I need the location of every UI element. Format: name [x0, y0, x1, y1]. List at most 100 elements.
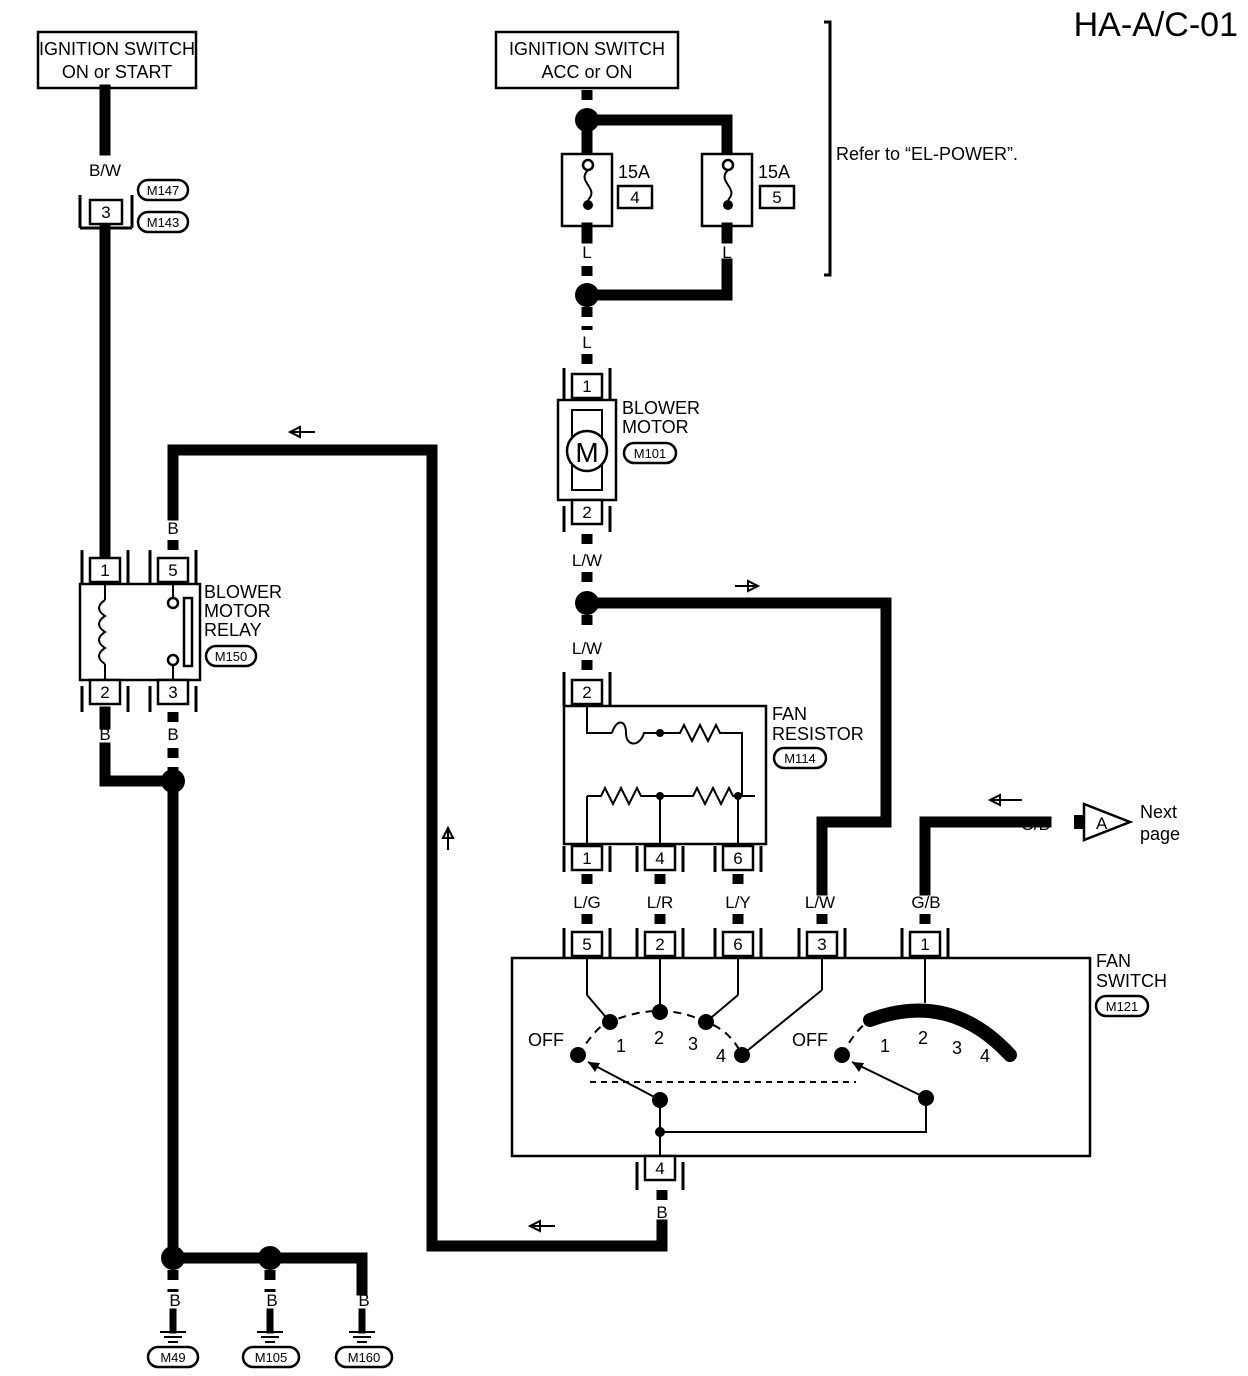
- svg-text:A: A: [1096, 814, 1108, 833]
- svg-text:RESISTOR: RESISTOR: [772, 724, 864, 744]
- svg-text:15A: 15A: [758, 162, 790, 182]
- wire-label-l-top: L: [582, 333, 591, 352]
- arrow-left-icon: [527, 1219, 555, 1233]
- svg-text:M114: M114: [784, 751, 816, 766]
- svg-text:1: 1: [880, 1036, 890, 1056]
- svg-text:3: 3: [817, 935, 826, 954]
- connector-m147-m143: 3 M147 M143: [78, 178, 190, 234]
- wire-label-ly: L/Y: [725, 893, 751, 912]
- fan-switch: 5 2 6 3 1 OFF 1 2 3 4 OFF 1 2 3 4: [510, 928, 1167, 1190]
- svg-text:FAN: FAN: [1096, 951, 1131, 971]
- svg-text:4: 4: [980, 1046, 990, 1066]
- svg-text:2: 2: [582, 503, 591, 522]
- svg-text:4: 4: [716, 1046, 726, 1066]
- arrow-left-icon: [287, 425, 315, 439]
- svg-text:4: 4: [655, 849, 664, 868]
- splice-ground-1: [161, 1246, 185, 1270]
- svg-text:1: 1: [582, 849, 591, 868]
- page-id: HA-A/C-01: [1074, 6, 1238, 44]
- refer-note: Refer to “EL-POWER”.: [836, 144, 1018, 164]
- svg-text:BLOWER: BLOWER: [204, 582, 282, 602]
- wire-label-l-fuse1: L: [582, 243, 591, 262]
- svg-text:OFF: OFF: [792, 1030, 828, 1050]
- ground-m160: M160: [334, 1308, 394, 1369]
- wire-label-gb-next: G/B: [1021, 815, 1050, 834]
- wire-label-b-g3: B: [358, 1291, 369, 1310]
- svg-text:1: 1: [100, 561, 109, 580]
- svg-text:5: 5: [772, 188, 781, 207]
- wire-lw-to-switch: [581, 597, 892, 896]
- wire-b-return: [167, 444, 668, 1252]
- svg-text:ON or START: ON or START: [62, 62, 172, 82]
- wire-label-b-relay2: B: [99, 725, 110, 744]
- wire-b-relay-ground: [99, 742, 179, 787]
- wire-label-lg: L/G: [573, 893, 600, 912]
- wire-label-gb: G/B: [911, 893, 940, 912]
- svg-text:M121: M121: [1106, 999, 1139, 1014]
- splice-fuse-bottom: [575, 283, 599, 307]
- next-page-marker: A Next page: [1082, 802, 1180, 844]
- blower-motor: 1 M 2 BLOWER MOTOR M101: [556, 368, 700, 532]
- wire-fuse-top: [581, 114, 733, 161]
- wire-gb-next: [919, 816, 1052, 896]
- svg-text:4: 4: [630, 188, 639, 207]
- svg-text:SWITCH: SWITCH: [1096, 971, 1167, 991]
- wire-label-b-sw: B: [656, 1203, 667, 1222]
- svg-text:5: 5: [168, 561, 177, 580]
- ground-m105: M105: [241, 1308, 301, 1369]
- svg-text:3: 3: [688, 1034, 698, 1054]
- svg-text:6: 6: [733, 935, 742, 954]
- svg-text:5: 5: [582, 935, 591, 954]
- svg-text:2: 2: [654, 1028, 664, 1048]
- svg-text:M147: M147: [147, 183, 180, 198]
- svg-text:BLOWER: BLOWER: [622, 398, 700, 418]
- svg-text:15A: 15A: [618, 162, 650, 182]
- arrow-up-icon: [441, 825, 455, 850]
- svg-text:OFF: OFF: [528, 1030, 564, 1050]
- wire-label-b-relay: B: [167, 519, 178, 538]
- svg-text:M143: M143: [147, 215, 180, 230]
- svg-text:3: 3: [101, 203, 110, 222]
- ignition-switch-acc-on: IGNITION SWITCH ACC or ON: [494, 30, 680, 90]
- blower-motor-relay: 1 5 2 3 BLOWER MOTOR RELAY M150: [78, 550, 282, 712]
- wire-label-lw-sw: L/W: [805, 893, 835, 912]
- svg-text:M150: M150: [215, 649, 248, 664]
- ignition-switch-on-start: IGNITION SWITCH ON or START: [36, 30, 198, 90]
- svg-text:3: 3: [168, 683, 177, 702]
- svg-text:FAN: FAN: [772, 704, 807, 724]
- svg-text:6: 6: [733, 849, 742, 868]
- svg-text:4: 4: [655, 1159, 664, 1178]
- svg-text:MOTOR: MOTOR: [204, 601, 271, 621]
- svg-text:M: M: [575, 437, 598, 468]
- svg-text:M101: M101: [634, 446, 667, 461]
- arrow-right-icon: [735, 579, 761, 593]
- fan-resistor: 2 1 4 6 FAN RESISTOR M114: [562, 672, 864, 872]
- wire-fuse-bottom: [581, 258, 733, 301]
- wire-label-lw-mid: L/W: [572, 639, 602, 658]
- wire-label-b-g2: B: [266, 1291, 277, 1310]
- svg-text:M160: M160: [348, 1350, 381, 1365]
- svg-text:1: 1: [920, 935, 929, 954]
- svg-text:2: 2: [655, 935, 664, 954]
- svg-text:2: 2: [100, 683, 109, 702]
- wire-label-bw: B/W: [89, 161, 121, 180]
- svg-text:IGNITION SWITCH: IGNITION SWITCH: [39, 39, 195, 59]
- svg-text:RELAY: RELAY: [204, 620, 262, 640]
- arrow-left-icon: [987, 793, 1022, 807]
- svg-text:MOTOR: MOTOR: [622, 417, 689, 437]
- wire-label-b-relay3: B: [167, 725, 178, 744]
- svg-text:3: 3: [952, 1038, 962, 1058]
- ground-m49: M49: [146, 1308, 200, 1369]
- svg-text:page: page: [1140, 824, 1180, 844]
- wire-label-lw-top: L/W: [572, 551, 602, 570]
- fuse-15a-5: 15A 5: [700, 152, 796, 228]
- fuse-15a-4: 15A 4: [560, 152, 654, 228]
- wire-label-b-g1: B: [169, 1291, 180, 1310]
- svg-text:M49: M49: [160, 1350, 185, 1365]
- svg-text:1: 1: [616, 1036, 626, 1056]
- splice-ground-2: [258, 1246, 282, 1270]
- svg-text:2: 2: [918, 1028, 928, 1048]
- svg-text:Next: Next: [1140, 802, 1177, 822]
- svg-text:ACC or ON: ACC or ON: [541, 62, 632, 82]
